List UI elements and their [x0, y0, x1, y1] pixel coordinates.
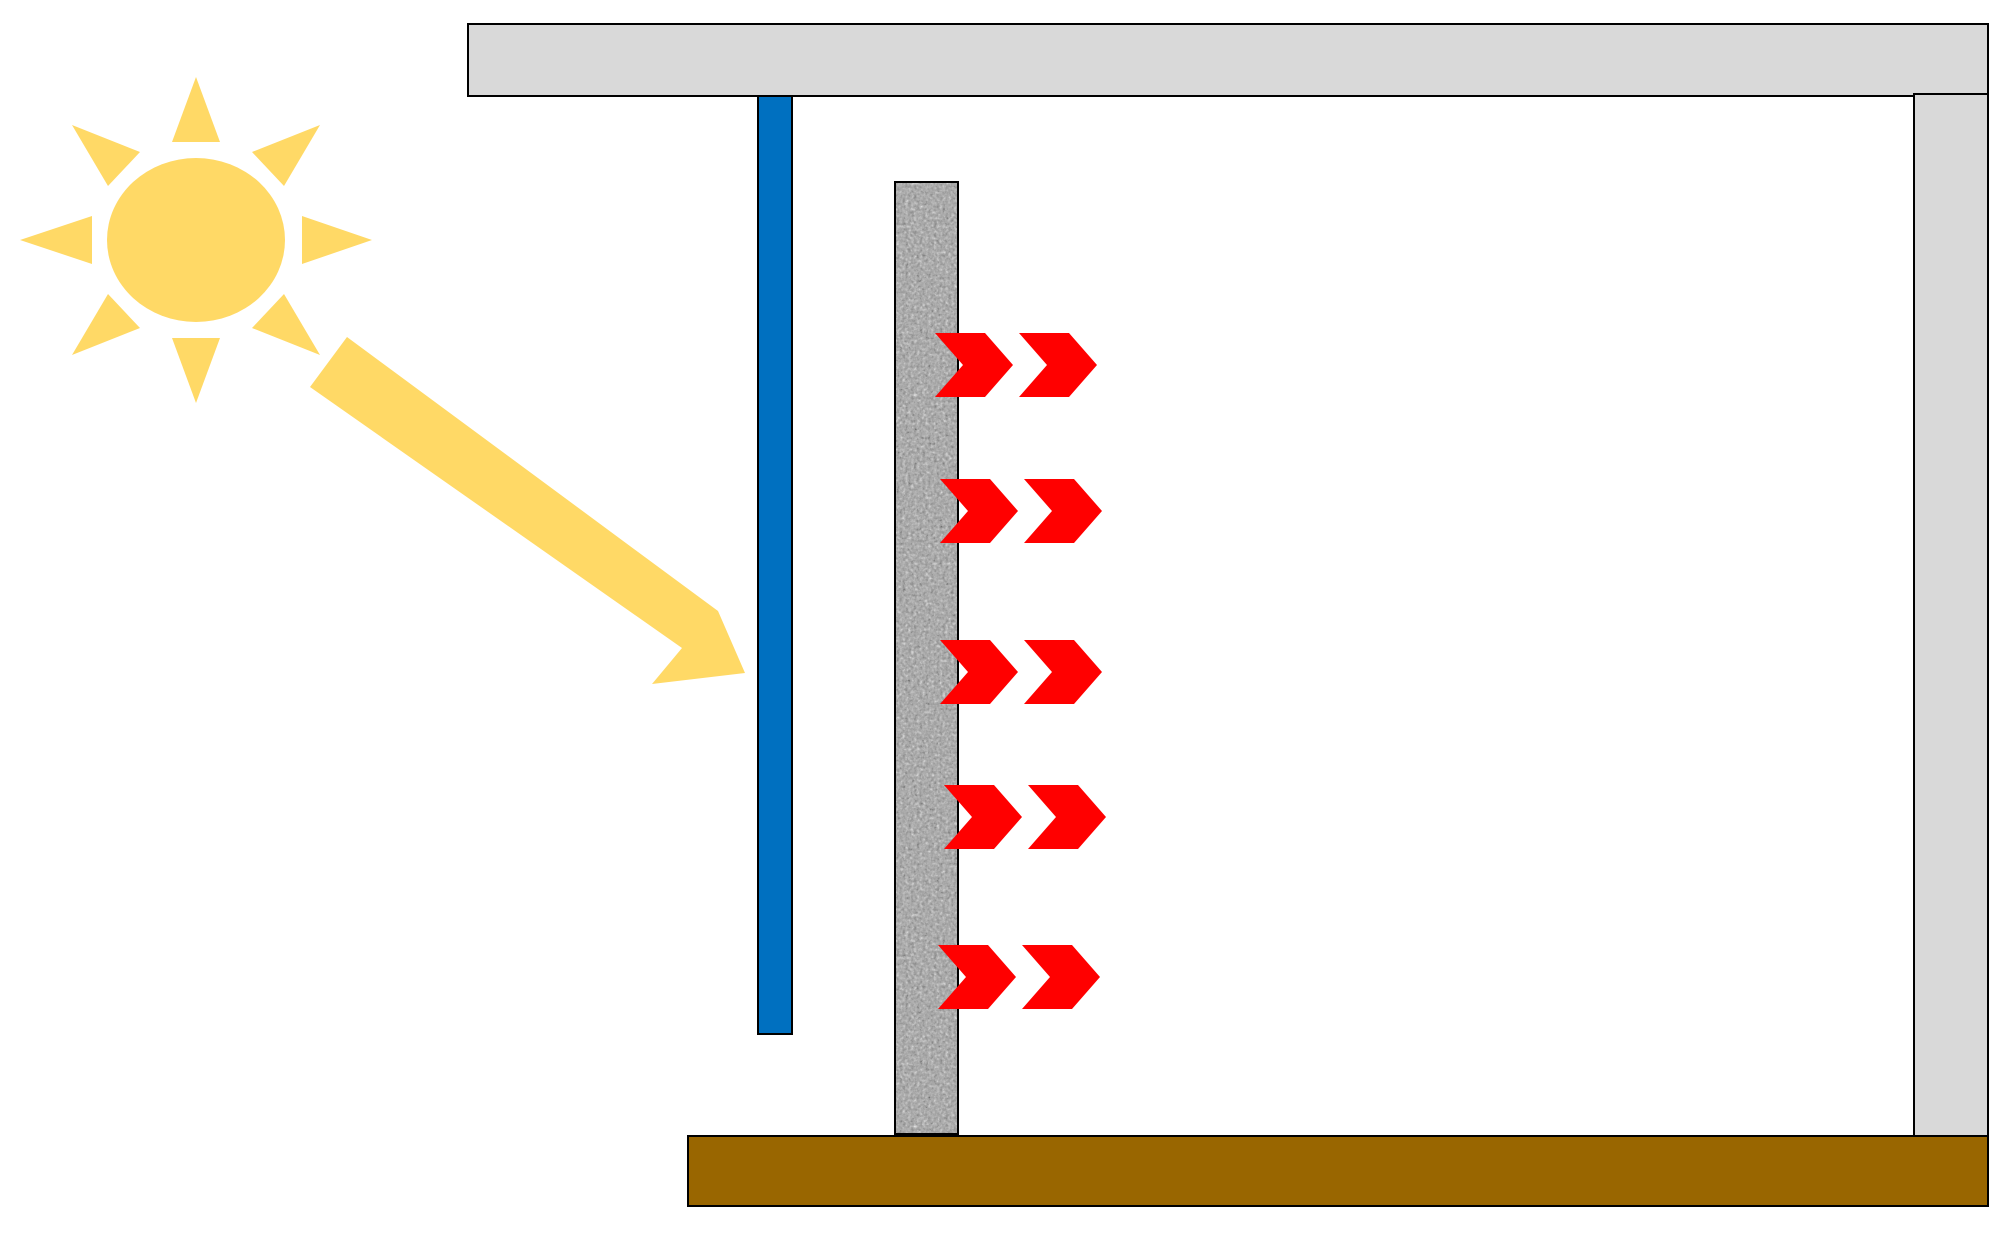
- heat-chevron-icon: [935, 333, 1013, 397]
- heat-chevron-icon: [938, 945, 1016, 1009]
- heat-chevron-icon: [1024, 479, 1102, 543]
- thermal-mass-wall: [894, 181, 959, 1135]
- floor-slab: [687, 1135, 1989, 1207]
- heat-chevron-icon: [940, 479, 1018, 543]
- heat-chevron-icon: [1019, 333, 1097, 397]
- sunlight-arrow: [310, 337, 745, 684]
- heat-chevron-icon: [944, 785, 1022, 849]
- heat-chevron-icon: [940, 640, 1018, 704]
- roof-slab: [467, 23, 1989, 97]
- sun-icon: [20, 77, 372, 403]
- heat-chevron-icon: [1022, 945, 1100, 1009]
- glazing-pane: [757, 95, 793, 1035]
- heat-chevron-icon: [1028, 785, 1106, 849]
- heat-radiation-arrows: [935, 333, 1106, 1009]
- back-wall: [1913, 93, 1989, 1139]
- heat-chevron-icon: [1024, 640, 1102, 704]
